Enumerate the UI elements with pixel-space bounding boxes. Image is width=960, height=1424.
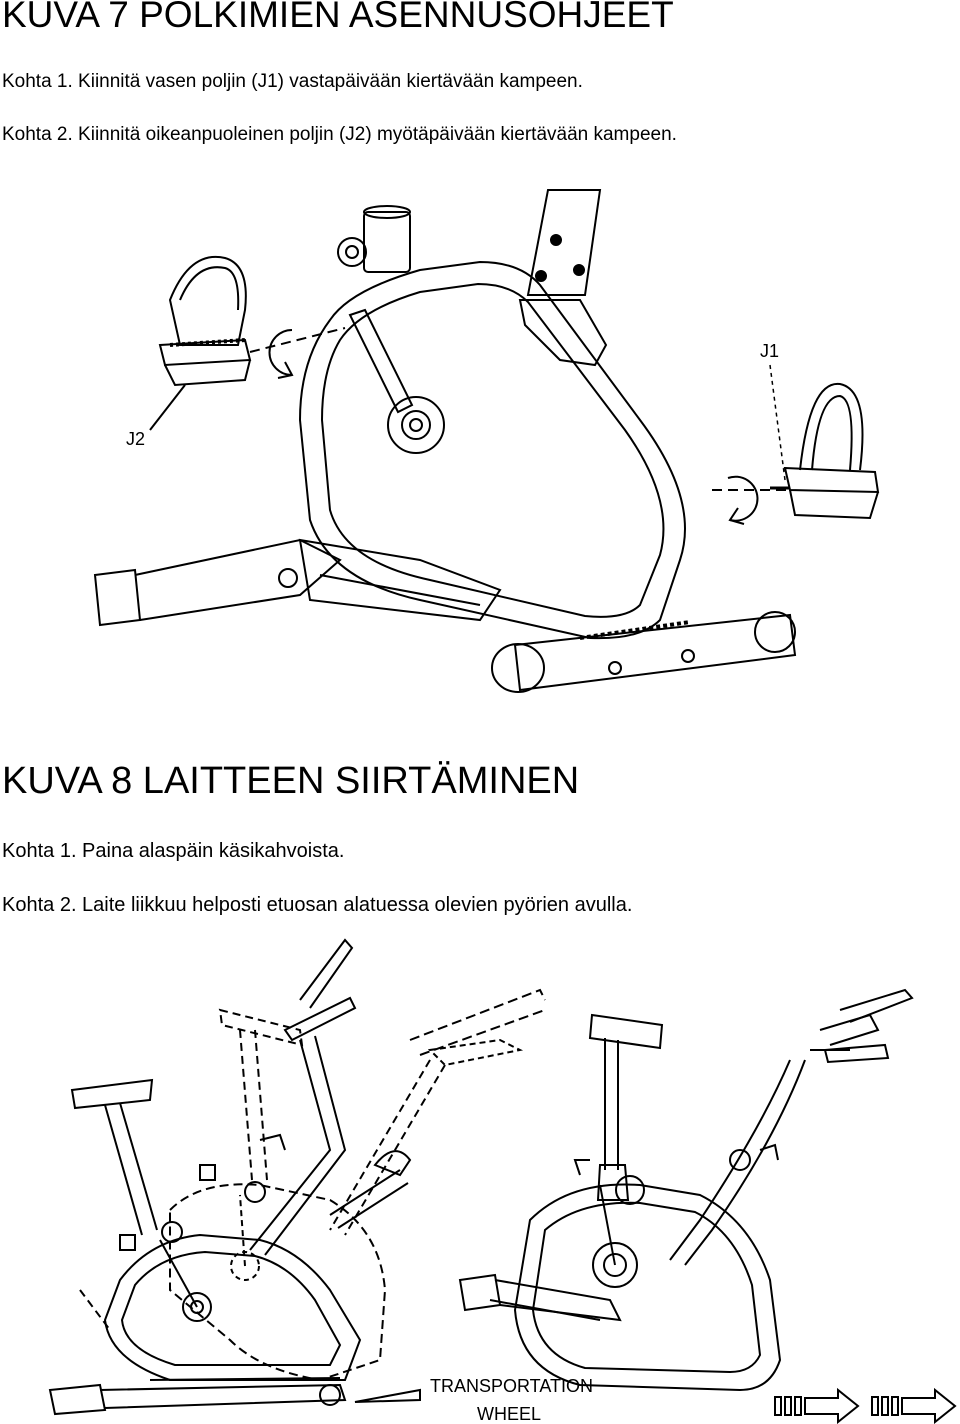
move-arrow-left: [774, 1387, 860, 1424]
bike-upright: [458, 988, 914, 1392]
pedal-installation-figure: J1 J2: [93, 189, 880, 693]
section7-step1: Kohta 1. Kiinnitä vasen poljin (J1) vast…: [2, 71, 583, 92]
caption-wheel: WHEEL: [477, 1404, 541, 1424]
label-j1: J1: [760, 341, 779, 361]
label-j2: J2: [126, 429, 145, 449]
section7-step2: Kohta 2. Kiinnitä oikeanpuoleinen poljin…: [2, 124, 677, 145]
bike-tilted: [48, 938, 546, 1416]
caption-transportation: TRANSPORTATION: [430, 1376, 593, 1396]
section8-step2: Kohta 2. Laite liikkuu helposti etuosan …: [2, 894, 633, 916]
transportation-figure: TRANSPORTATION WHEEL: [48, 938, 957, 1424]
section8-title: KUVA 8 LAITTEEN SIIRTÄMINEN: [2, 760, 580, 802]
section8-step1: Kohta 1. Paina alaspäin käsikahvoista.: [2, 840, 345, 862]
move-arrow-right: [871, 1387, 957, 1424]
section7-title: KUVA 7 POLKIMIEN ASENNUSOHJEET: [2, 0, 674, 35]
